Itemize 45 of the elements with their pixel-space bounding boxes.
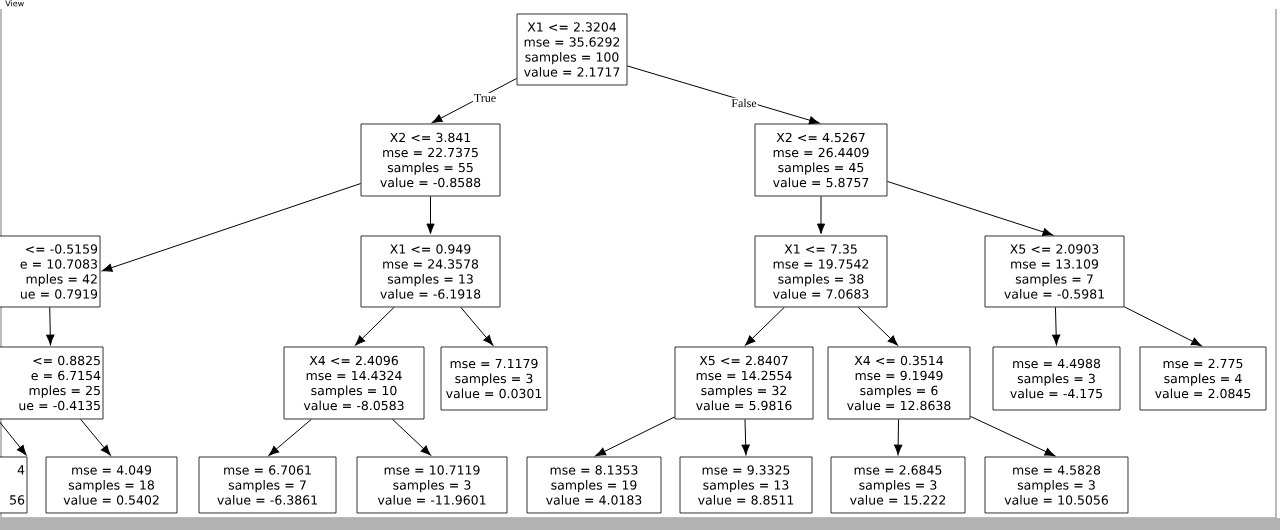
tree-node-box: 4 56: [0, 456, 28, 514]
arrow: [741, 418, 750, 455]
arrow: [355, 306, 395, 346]
tree-node-box: X5 <= 2.0903 mse = 13.109 samples = 7 value = -0.5981: [984, 235, 1125, 308]
tree-node-box: mse = 6.7061 samples = 7 value = -6.3861: [198, 456, 337, 514]
arrow: [46, 306, 55, 346]
tree-node-box: mse = 2.6845 samples = 3 value = 15.222: [830, 456, 966, 514]
arrow: [426, 195, 435, 235]
tree-node-box: X4 <= 2.4096 mse = 14.4324 samples = 10 value = -8.0583: [283, 346, 425, 420]
tree-node-box: <= 0.8825 e = 6.7154 mples = 25 ue = -0.4135: [0, 346, 104, 420]
edge-label: True: [472, 93, 498, 103]
tree-node-box: X5 <= 2.8407 mse = 14.2554 samples = 32 value = 5.9816: [674, 346, 814, 420]
tree-node-box: mse = 4.049 samples = 18 value = 0.5402: [45, 456, 178, 514]
arrow: [595, 416, 676, 457]
tree-node-box: X2 <= 3.841 mse = 22.7375 samples = 55 value = -0.8588: [360, 123, 501, 197]
arrow: [431, 78, 518, 124]
arrow: [857, 306, 898, 346]
tree-node-box: mse = 10.7119 samples = 3 value = -11.9601: [356, 456, 508, 514]
tree-node-box: mse = 4.5828 samples = 3 value = 10.5056: [984, 456, 1129, 514]
arrow: [1052, 306, 1061, 346]
arrow: [268, 418, 312, 456]
tree-node-box: X1 <= 2.3204 mse = 35.6292 samples = 100 value = 2.1717: [516, 13, 628, 86]
tree-node-box: X2 <= 4.5267 mse = 26.4409 samples = 45 value = 5.8757: [754, 123, 888, 197]
arrow: [392, 418, 431, 456]
arrow: [626, 65, 820, 125]
arrow: [816, 195, 826, 235]
arrow: [460, 306, 494, 346]
arrow: [894, 418, 903, 455]
arrow: [80, 418, 111, 456]
edge-label: False: [730, 97, 758, 109]
arrow: [745, 306, 785, 346]
arrow: [969, 415, 1056, 457]
tree-node-box: X4 <= 0.3514 mse = 9.1949 samples = 6 value = 12.8638: [827, 346, 971, 420]
tree-node-box: mse = 4.4988 samples = 3 value = -4.175: [992, 346, 1121, 411]
arrow: [101, 183, 362, 272]
tree-node-box: <= -0.5159 e = 10.7083 mples = 42 ue = 0.7919: [0, 235, 101, 308]
tree-node-box: mse = 2.775 samples = 4 value = 2.0845: [1139, 346, 1267, 411]
arrow: [886, 180, 1054, 236]
tree-node-box: mse = 7.1179 samples = 3 value = 0.0301: [440, 346, 548, 411]
tree-node-box: mse = 9.3325 samples = 13 value = 8.8511: [679, 456, 813, 514]
tree-node-box: mse = 8.1353 samples = 19 value = 4.0183: [526, 456, 662, 514]
arrow: [1123, 306, 1202, 347]
tree-node-box: X1 <= 0.949 mse = 24.3578 samples = 13 value = -6.1918: [360, 235, 501, 308]
tree-node-box: X1 <= 7.35 mse = 19.7542 samples = 38 value = 7.0683: [754, 235, 888, 308]
menu-item: View: [5, 0, 24, 7]
